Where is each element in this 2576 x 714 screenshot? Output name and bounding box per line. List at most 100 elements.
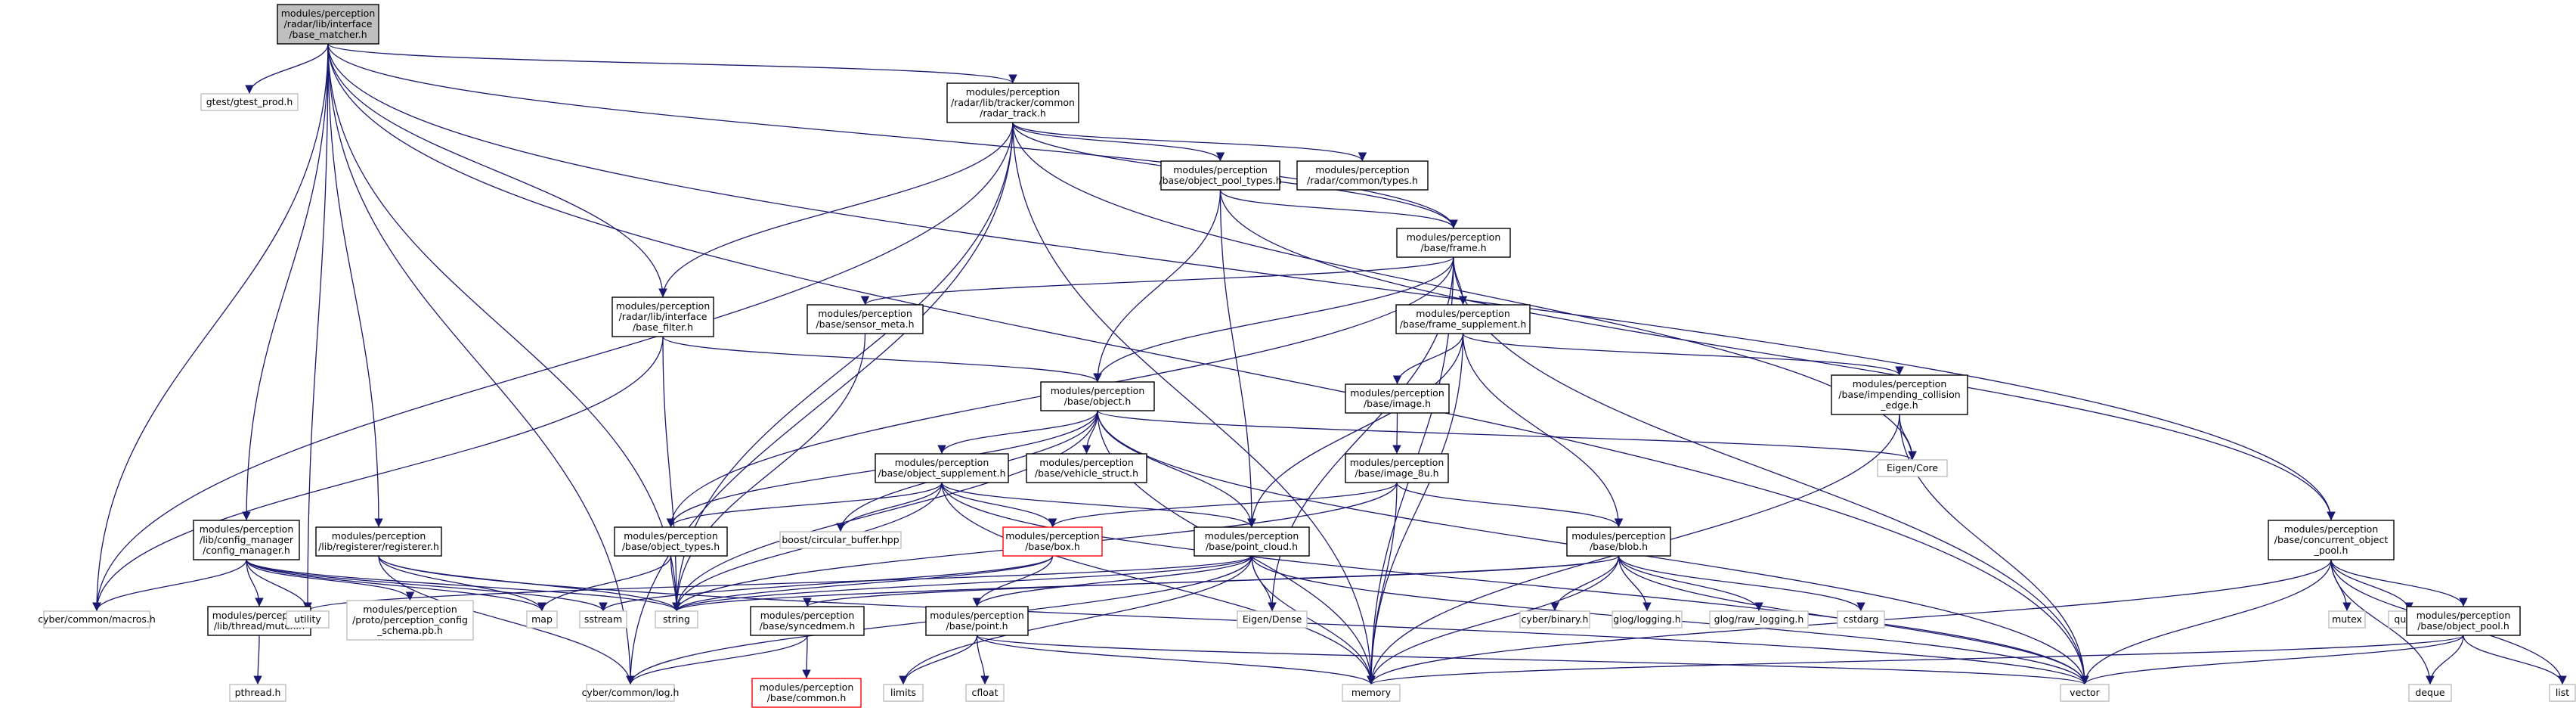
node-box	[1395, 304, 1531, 334]
node-label-line: Eigen/Dense	[1243, 613, 1302, 625]
edge-object_supplement-to-point_cloud	[941, 482, 1256, 528]
node-label-line: string	[663, 613, 690, 625]
edge-image_8u-to-blob	[1396, 482, 1624, 528]
node-eigen-core[interactable]: Eigen/Core	[1877, 459, 1948, 477]
node-string[interactable]: string	[655, 610, 698, 629]
node-box[interactable]: modules/perception/base/box.h	[1002, 526, 1103, 557]
node-box	[1566, 526, 1671, 557]
node-label-line: /base/object_types.h	[622, 541, 720, 552]
node-macros[interactable]: cyber/common/macros.h	[38, 610, 156, 629]
node-label-line: /base_matcher.h	[289, 29, 367, 40]
node-cyber-binary[interactable]: cyber/binary.h	[1519, 610, 1590, 629]
edge-frame_supplement-to-impending	[1462, 333, 1904, 376]
node-label-line: modules/perception	[200, 523, 294, 535]
node-box	[286, 610, 330, 629]
node-box	[2408, 684, 2452, 702]
node-memory[interactable]: memory	[1342, 684, 1401, 702]
node-list[interactable]: list	[2549, 684, 2576, 702]
node-label-line: modules/perception	[2284, 523, 2379, 535]
node-label-line: /base/common.h	[767, 692, 847, 703]
node-object-supplement[interactable]: modules/perception/base/object_supplemen…	[875, 453, 1009, 483]
node-label-line: modules/perception	[616, 300, 711, 312]
node-radar-track[interactable]: modules/perception/radar/lib/tracker/com…	[946, 82, 1079, 123]
edge-object_supplement-to-vector	[941, 482, 2089, 685]
node-label-line: /radar/lib/interface	[619, 311, 707, 322]
node-common-h[interactable]: modules/perception/base/common.h	[751, 678, 862, 708]
node-cstdarg[interactable]: cstdarg	[1837, 610, 1885, 629]
node-box	[883, 684, 924, 702]
node-object-types[interactable]: modules/perception/base/object_types.h	[614, 526, 728, 557]
node-label-line: modules/perception	[281, 8, 376, 19]
node-label-line: /base/syncedmem.h	[760, 620, 856, 632]
edge-config_manager-to-proto_config	[246, 559, 415, 601]
node-radar-common-types[interactable]: modules/perception/radar/common/types.h	[1296, 160, 1429, 191]
node-impending[interactable]: modules/perception/base/impending_collis…	[1831, 374, 1968, 415]
node-frame-supplement[interactable]: modules/perception/base/frame_supplement…	[1395, 304, 1531, 334]
node-glog-raw[interactable]: glog/raw_logging.h	[1709, 610, 1809, 629]
edge-layer	[92, 43, 2567, 685]
node-proto-config[interactable]: modules/perception/proto/perception_conf…	[346, 600, 474, 641]
node-box	[750, 606, 865, 636]
node-circular-buffer[interactable]: boost/circular_buffer.hpp	[779, 531, 902, 549]
edge-registerer-to-map	[378, 555, 546, 612]
node-deque[interactable]: deque	[2408, 684, 2452, 702]
node-point-cloud[interactable]: modules/perception/base/point_cloud.h	[1194, 526, 1310, 557]
node-syncedmem[interactable]: modules/perception/base/syncedmem.h	[750, 606, 865, 636]
node-concurrent-pool[interactable]: modules/perception/base/concurrent_objec…	[2268, 520, 2395, 560]
node-sensor-meta[interactable]: modules/perception/base/sensor_meta.h	[807, 304, 924, 334]
node-registerer[interactable]: modules/perception/lib/registerer/regist…	[315, 526, 442, 557]
node-label-line: modules/perception	[1407, 231, 1501, 243]
node-box	[2268, 520, 2395, 560]
node-label-line: /lib/config_manager	[200, 534, 294, 545]
node-label-line: /base/sensor_meta.h	[816, 318, 914, 330]
edge-image-to-image_8u	[1392, 412, 1401, 455]
node-frame[interactable]: modules/perception/base/frame.h	[1396, 228, 1511, 258]
node-eigen-dense[interactable]: Eigen/Dense	[1237, 610, 1308, 629]
node-box	[579, 610, 627, 629]
node-blob[interactable]: modules/perception/base/blob.h	[1566, 526, 1671, 557]
edge-radar_track-to-memory	[1012, 122, 1376, 685]
node-label-line: deque	[2415, 687, 2444, 698]
node-point[interactable]: modules/perception/base/point.h	[925, 606, 1029, 636]
node-cfloat[interactable]: cfloat	[965, 684, 1005, 702]
node-label-line: /base/point.h	[946, 620, 1008, 632]
node-label-line: modules/perception	[1039, 457, 1134, 468]
node-label-line: /base/concurrent_object	[2274, 534, 2389, 545]
node-image[interactable]: modules/perception/base/image.h	[1345, 383, 1450, 414]
node-sstream[interactable]: sstream	[579, 610, 627, 629]
node-map[interactable]: map	[526, 610, 558, 629]
node-label-line: _schema.pb.h	[376, 625, 443, 636]
node-object-pool-types[interactable]: modules/perception/base/object_pool_type…	[1159, 160, 1282, 191]
node-vector[interactable]: vector	[2060, 684, 2110, 702]
node-gtest-prod[interactable]: gtest/gtest_prod.h	[200, 93, 299, 111]
edge-box-to-sstream	[599, 555, 1054, 612]
edge-base_matcher-to-concurrent_pool	[327, 43, 2336, 521]
node-mutex[interactable]: mutex	[2328, 610, 2366, 629]
node-pthread[interactable]: pthread.h	[229, 684, 286, 702]
edge-base_filter-to-object	[662, 336, 1102, 383]
node-image-8u[interactable]: modules/perception/base/image_8u.h	[1345, 453, 1449, 483]
edge-base_filter-to-string	[662, 336, 681, 612]
edge-config_manager-to-sstream	[246, 559, 608, 612]
edge-point_cloud-to-point	[972, 555, 1252, 607]
node-label-line: modules/perception	[760, 610, 855, 621]
node-glog-logging[interactable]: glog/logging.h	[1612, 610, 1683, 629]
node-object[interactable]: modules/perception/base/object.h	[1040, 381, 1155, 411]
node-box	[2406, 606, 2521, 636]
node-label-line: pthread.h	[235, 687, 281, 698]
node-label-line: list	[2556, 687, 2569, 698]
node-label-line: modules/perception	[1005, 530, 1100, 542]
node-label-line: /lib/registerer/registerer.h	[318, 541, 439, 552]
node-config-manager[interactable]: modules/perception/lib/config_manager/co…	[193, 520, 300, 560]
node-object-pool[interactable]: modules/perception/base/object_pool.h	[2406, 606, 2521, 636]
node-label-line: sstream	[584, 613, 622, 625]
node-limits[interactable]: limits	[883, 684, 924, 702]
node-label-line: /base/box.h	[1025, 541, 1080, 552]
node-cyber-log[interactable]: cyber/common/log.h	[582, 684, 680, 702]
node-utility[interactable]: utility	[286, 610, 330, 629]
edge-point_cloud-to-string	[672, 555, 1252, 612]
node-vehicle-struct[interactable]: modules/perception/base/vehicle_struct.h	[1026, 453, 1147, 483]
node-label-line: modules/perception	[212, 610, 307, 621]
node-base-filter[interactable]: modules/perception/radar/lib/interface/b…	[611, 296, 714, 337]
